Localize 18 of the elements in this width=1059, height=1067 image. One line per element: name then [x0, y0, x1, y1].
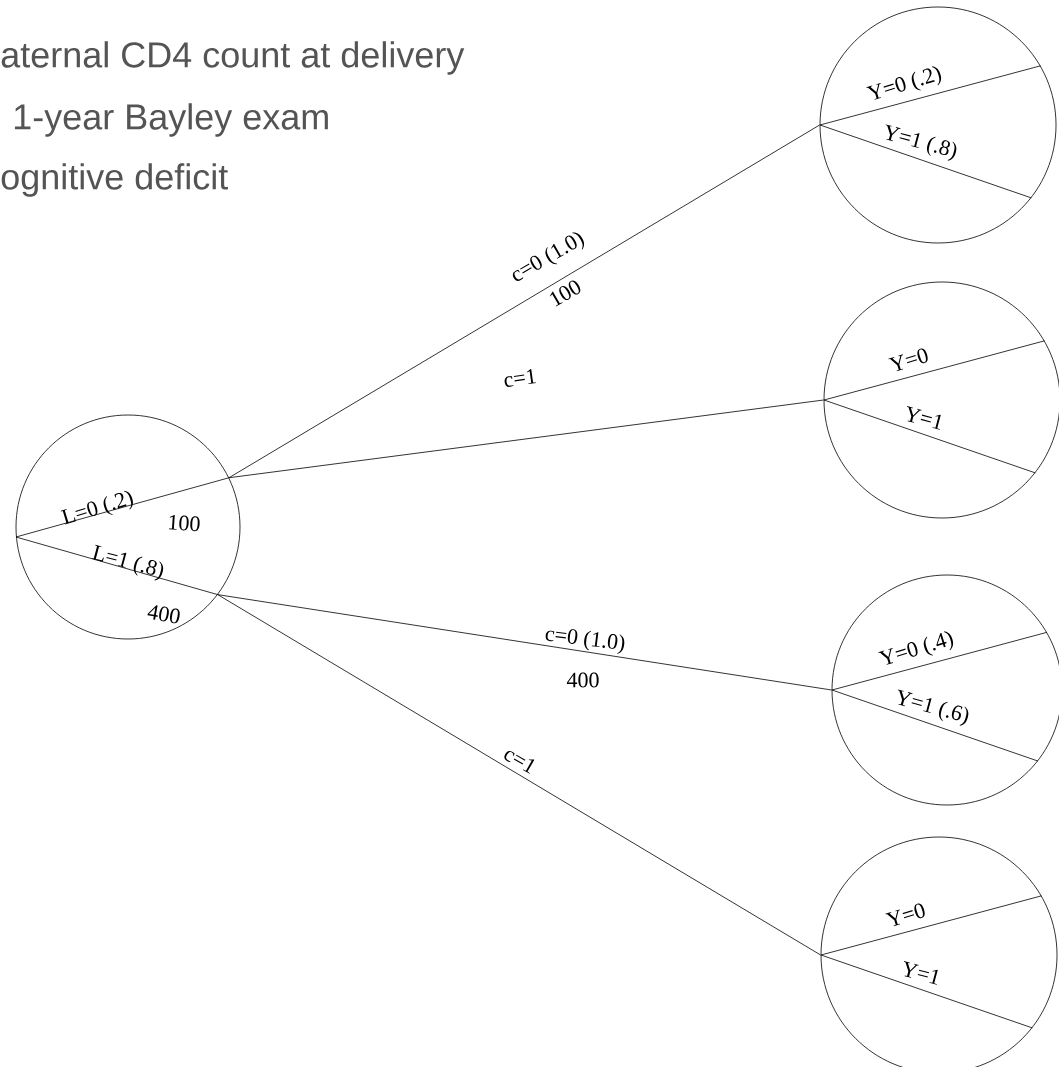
count-label: 100: [549, 280, 581, 307]
circle-node: L=0 (.2) 100 L=1 (.8) 400: [15, 414, 241, 640]
header-text: aternal CD4 count at delivery: [1, 41, 465, 75]
edge-line: [228, 399, 824, 479]
circle-node: Y=0 Y=1: [823, 281, 1059, 519]
edge-label: c=0 (1.0): [545, 629, 625, 655]
edge-line: [217, 594, 832, 691]
header-text: 1-year Bayley exam: [14, 103, 328, 137]
circle-node: Y=0 (.2) Y=1 (.8): [819, 6, 1057, 244]
edge-line: [228, 124, 820, 479]
header-text: ognitive deficit: [1, 163, 228, 197]
edge-label: c=1: [504, 751, 535, 774]
circle-node: Y=0 Y=1: [820, 836, 1058, 1067]
edge-line: [217, 594, 821, 956]
count-label: 400: [566, 672, 599, 688]
edge-label: c=0 (1.0): [512, 232, 585, 281]
circle-node: Y=0 (.4) Y=1 (.6): [831, 574, 1059, 806]
edge-label: c=1: [504, 369, 537, 387]
